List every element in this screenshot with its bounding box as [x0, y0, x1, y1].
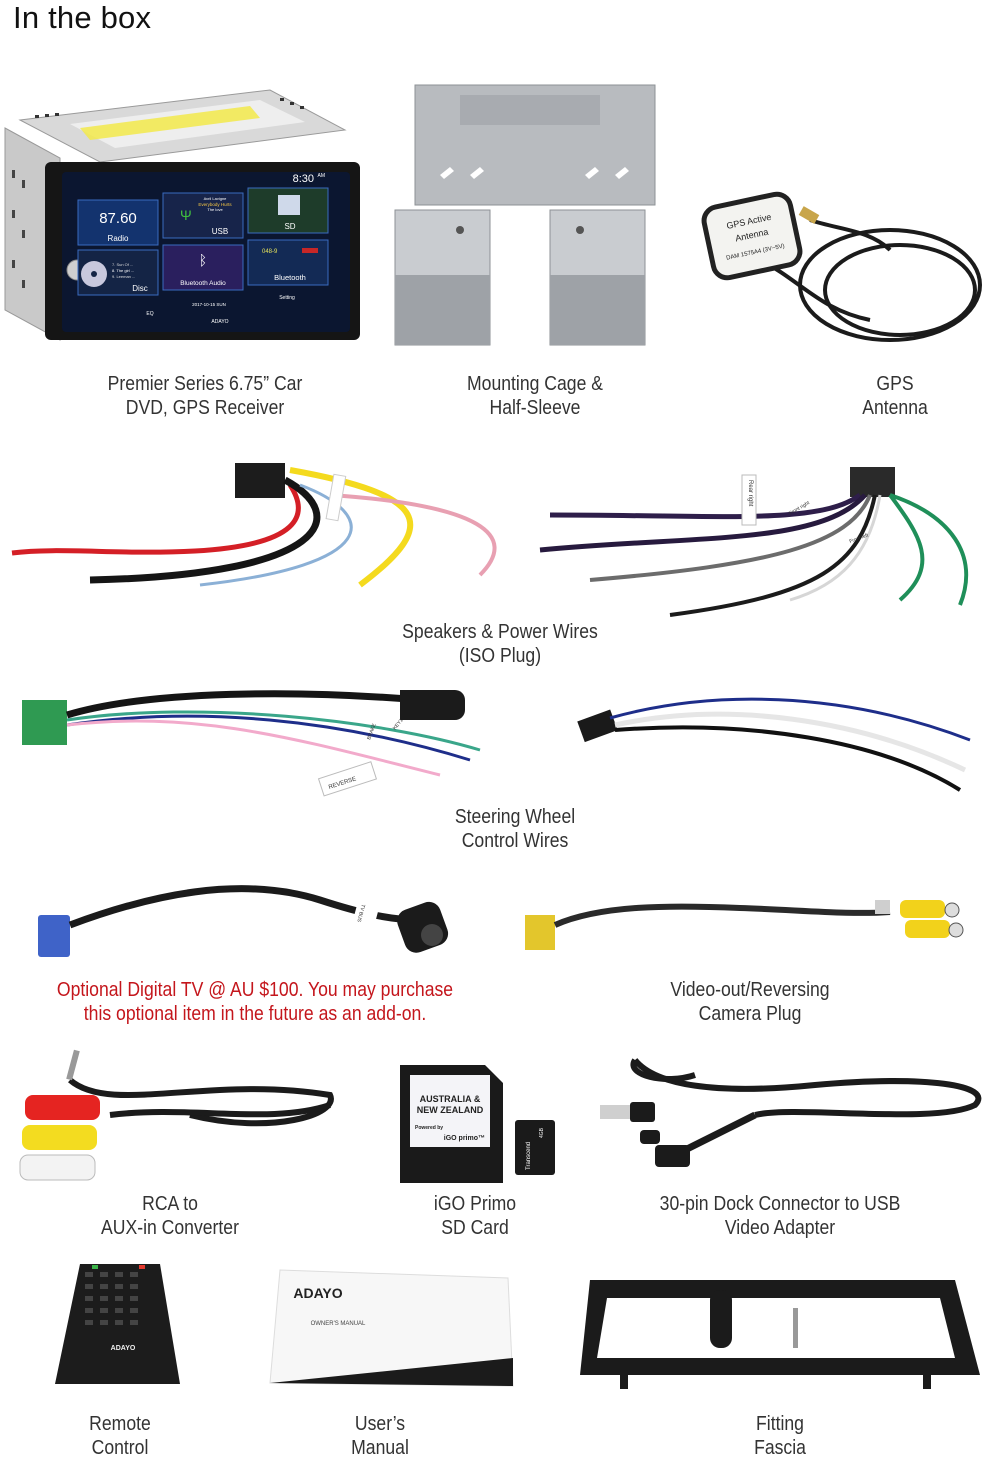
3-5mm-plug [66, 1049, 80, 1081]
page-title: In the box [13, 0, 152, 35]
svg-text:Bluetooth Audio: Bluetooth Audio [180, 280, 226, 287]
svg-text:TV BUS: TV BUS [355, 903, 366, 923]
svg-text:Setting: Setting [279, 295, 295, 301]
fitting-fascia-image [575, 1270, 985, 1395]
svg-text:EQ: EQ [146, 311, 153, 317]
svg-text:NEW ZEALAND: NEW ZEALAND [417, 1105, 484, 1115]
svg-text:Everybody Hurts: Everybody Hurts [198, 202, 232, 207]
svg-text:7. Sun Of ...: 7. Sun Of ... [112, 262, 133, 267]
screw [793, 1308, 798, 1348]
caption-mounting-cage: Mounting Cage & Half-Sleeve [466, 373, 603, 419]
svg-text:Transcend: Transcend [526, 1142, 532, 1170]
rca-converter-image [10, 1045, 350, 1185]
din-socket [397, 901, 449, 953]
tag-reverse [317, 761, 378, 797]
rca-yellow-1 [900, 900, 945, 918]
radio-frequency: 87.60 [99, 210, 137, 227]
dock-adapter-image [595, 1045, 995, 1185]
svg-text:The love: The love [207, 207, 223, 212]
svg-text:Avril Lavigne: Avril Lavigne [204, 196, 228, 201]
caption-rca: RCA to AUX-in Converter [101, 1193, 239, 1239]
usb-icon: Ψ [180, 207, 192, 223]
svg-text:ADAYO: ADAYO [111, 1345, 136, 1352]
blue-connector [38, 915, 70, 957]
svg-text:2017-10-15 SUN: 2017-10-15 SUN [192, 302, 226, 307]
head-unit-brand: ADAYO [211, 319, 228, 325]
steering-wires-right-image [560, 680, 1000, 792]
bluetooth-icon: ᛒ [199, 252, 207, 268]
caption-iso-wires: Speakers & Power Wires (ISO Plug) [402, 621, 598, 667]
svg-text:8. The girl ...: 8. The girl ... [112, 268, 134, 273]
users-manual-image: ADAYO OWNER'S MANUAL [268, 1268, 518, 1393]
antenna-adapter [710, 1290, 732, 1348]
svg-text:Radio: Radio [108, 234, 129, 243]
tag-tv-bus [350, 894, 382, 934]
gps-module [701, 191, 803, 281]
head-unit-image: 8:30 AM 87.60 Radio Avril Lavigne Everyb… [0, 80, 370, 350]
3-5mm-jack [577, 709, 618, 743]
svg-text:Disc: Disc [132, 284, 148, 293]
video-out-cable-image [520, 880, 990, 970]
caption-digital-tv: Optional Digital TV @ AU $100. You may p… [56, 979, 454, 1025]
mini-iso-connector [22, 700, 67, 745]
rca-red [25, 1095, 100, 1120]
yellow-mini-connector [525, 915, 555, 950]
tag-rear-right [741, 474, 757, 526]
30-pin-connector [655, 1145, 690, 1167]
rca-yellow-2 [905, 920, 950, 938]
caption-video-out: Video-out/Reversing Camera Plug [670, 979, 830, 1025]
rca-yellow [22, 1125, 97, 1150]
svg-text:ADAYO: ADAYO [293, 1285, 342, 1301]
svg-text:iGO primo™: iGO primo™ [444, 1135, 485, 1142]
iso-wires-left-image [0, 455, 520, 615]
remote-control-image: ADAYO [55, 1262, 195, 1392]
svg-text:4GB: 4GB [539, 1127, 545, 1138]
svg-text:Rear right: Rear right [747, 480, 753, 507]
steering-wires-left-image: REVERSE BRAKE KEY1 [0, 680, 520, 797]
svg-text:AM: AM [318, 173, 326, 179]
iso-plug-left [235, 463, 285, 498]
iso-plug-right [850, 467, 895, 497]
caption-fascia: Fitting Fascia [754, 1413, 806, 1459]
caption-sd-card: iGO Primo SD Card [433, 1193, 517, 1239]
svg-text:BRAKE: BRAKE [366, 722, 378, 741]
svg-text:9. Leeman ...: 9. Leeman ... [112, 274, 135, 279]
jack-socket [400, 690, 465, 720]
svg-text:SD: SD [284, 222, 295, 231]
caption-gps-antenna: GPS Antenna [862, 373, 928, 419]
rca-white [19, 1154, 96, 1181]
svg-text:USB: USB [212, 227, 228, 236]
microsd-card [515, 1120, 555, 1175]
caption-steering-wires: Steering Wheel Control Wires [454, 806, 576, 852]
caption-dock: 30-pin Dock Connector to USB Video Adapt… [659, 1193, 901, 1239]
svg-text:048-9: 048-9 [262, 249, 278, 255]
caption-head-unit: Premier Series 6.75” Car DVD, GPS Receiv… [107, 373, 303, 419]
svg-text:Powered by: Powered by [415, 1125, 443, 1131]
svg-text:OWNER'S MANUAL: OWNER'S MANUAL [311, 1321, 366, 1327]
screen-time: 8:30 [293, 173, 314, 185]
caption-remote: Remote Control [89, 1413, 151, 1459]
sd-card-image: AUSTRALIA & NEW ZEALAND Powered by iGO p… [395, 1060, 570, 1185]
aux-plug [640, 1130, 660, 1144]
digital-tv-cable-image: TV BUS [20, 875, 500, 975]
sma-connector [798, 206, 820, 224]
usb-plug [600, 1105, 630, 1119]
svg-text:AUSTRALIA &: AUSTRALIA & [420, 1094, 481, 1104]
svg-text:Bluetooth: Bluetooth [274, 273, 306, 282]
mounting-cage-image [380, 80, 700, 350]
caption-manual: User’s Manual [351, 1413, 409, 1459]
gps-antenna-image: GPS Active Antenna DAM 1575A4 (3V~5V) [690, 190, 1000, 350]
iso-wires-right-image: Rear right Front right Front left [520, 455, 1000, 617]
